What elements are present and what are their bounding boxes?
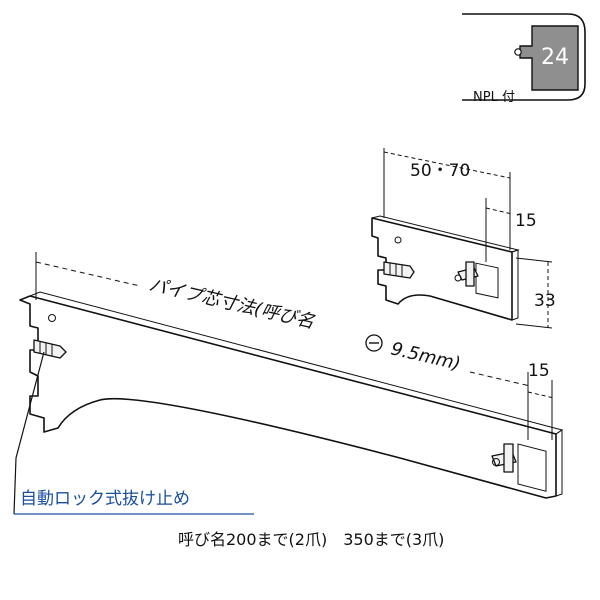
size-note: 呼び名200まで(2爪) 350まで(3爪) bbox=[178, 530, 444, 549]
pipe-diameter-label: 9.5mm) bbox=[389, 338, 463, 374]
small-dimensions: 50・70 15 33 bbox=[383, 148, 556, 329]
small-inset-label: 15 bbox=[515, 211, 537, 231]
badge-peg-icon bbox=[514, 48, 522, 56]
badge-number: 24 bbox=[541, 45, 569, 70]
npl-badge: 24 NPL 付 bbox=[462, 13, 586, 105]
badge-caption: NPL 付 bbox=[473, 90, 515, 105]
small-height-label: 33 bbox=[534, 291, 556, 311]
small-bracket bbox=[371, 215, 520, 321]
badge-panel bbox=[519, 25, 579, 91]
minus-circle-icon bbox=[365, 334, 383, 352]
auto-lock-label: 自動ロック式抜け止め bbox=[20, 489, 190, 509]
large-inset-label: 15 bbox=[528, 361, 550, 381]
small-width-label: 50・70 bbox=[410, 161, 470, 181]
pipe-center-label: パイプ芯寸法(呼び名 bbox=[147, 274, 317, 333]
large-bracket bbox=[19, 291, 564, 499]
auto-lock-callout: 自動ロック式抜け止め bbox=[13, 351, 254, 515]
